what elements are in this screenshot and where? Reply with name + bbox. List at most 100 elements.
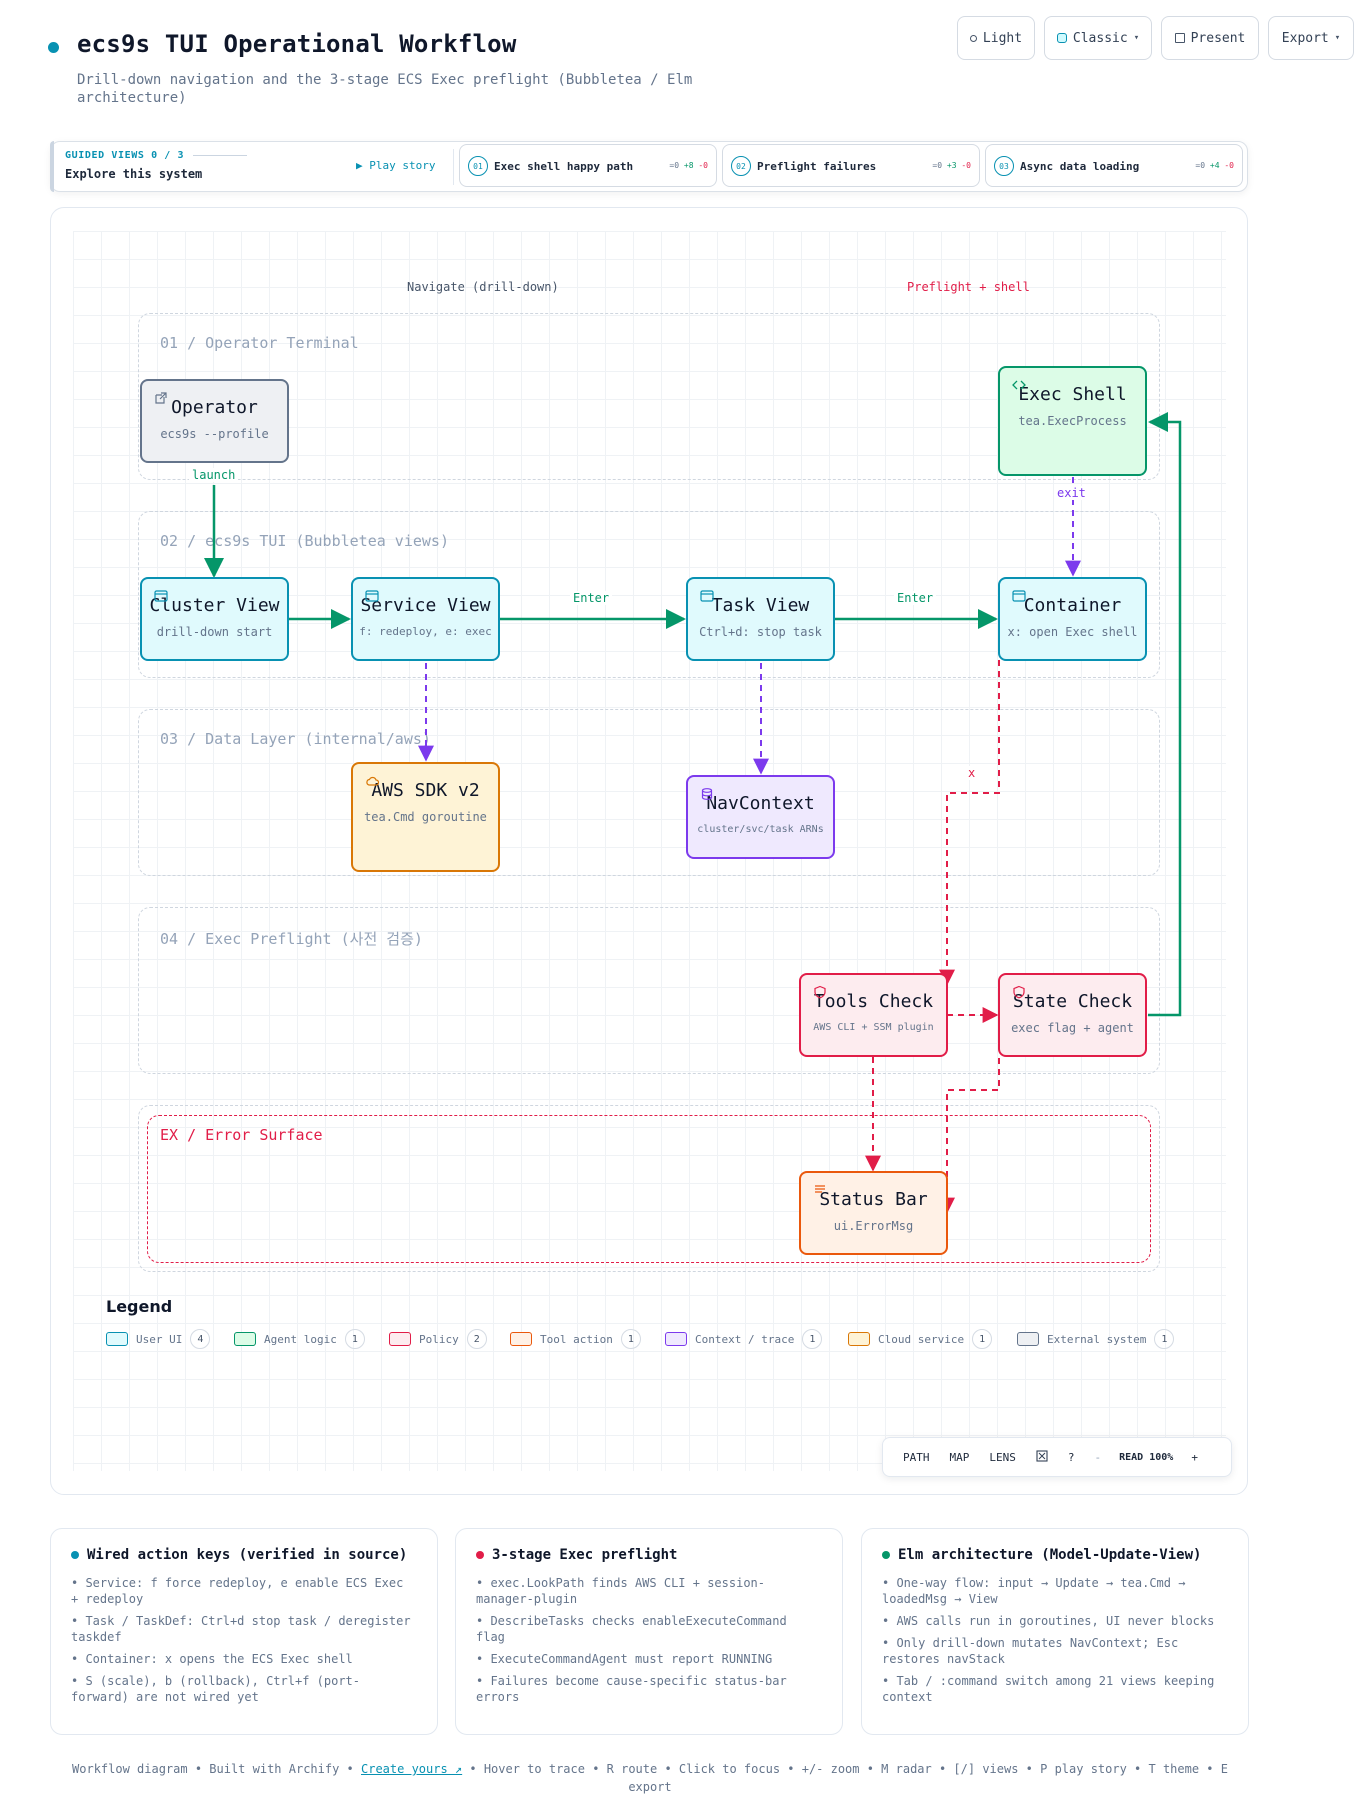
legend-swatch — [106, 1332, 128, 1346]
cloud-icon — [365, 774, 379, 788]
list-item: • Only drill-down mutates NavContext; Es… — [882, 1636, 1179, 1666]
help-button[interactable]: ? — [1067, 1450, 1075, 1464]
zoom-in-button[interactable]: + — [1191, 1450, 1198, 1464]
card-exec-preflight: 3-stage Exec preflight • exec.LookPath f… — [455, 1528, 843, 1735]
list-item: • One-way flow: input → Update → tea.Cmd… — [882, 1576, 1186, 1606]
square-icon — [1174, 33, 1185, 43]
edge-label-launch: launch — [189, 468, 239, 482]
lane-error-surface — [147, 1115, 1151, 1263]
list-item: • Task / TaskDef: Ctrl+d stop task / der… — [71, 1614, 411, 1644]
lane-label: 01 / Operator Terminal — [160, 334, 359, 352]
node-exec-shell[interactable]: Exec Shell tea.ExecProcess — [998, 366, 1147, 476]
classic-style-button[interactable]: Classic ▾ — [1044, 16, 1152, 60]
story-async-data-loading[interactable]: 03 Async data loading =0 +4 -0 — [985, 144, 1243, 187]
chevron-down-icon: ▾ — [1133, 33, 1140, 43]
page-title: ecs9s TUI Operational Workflow — [77, 30, 517, 58]
list-item: • ExecuteCommandAgent must report RUNNIN… — [476, 1652, 773, 1666]
list-item: • Tab / :command switch among 21 views k… — [882, 1674, 1215, 1704]
node-aws-sdk[interactable]: AWS SDK v2 tea.Cmd goroutine — [351, 762, 500, 872]
lane-data-layer — [138, 709, 1160, 876]
legend-swatch — [1017, 1332, 1039, 1346]
guided-accent — [50, 141, 54, 192]
window-icon — [154, 589, 168, 603]
legend-swatch — [848, 1332, 870, 1346]
node-task-view[interactable]: Task View Ctrl+d: stop task — [686, 577, 835, 661]
legend-item-agent-logic[interactable]: Agent logic 1 — [234, 1328, 365, 1350]
story-preflight-failures[interactable]: 02 Preflight failures =0 +3 -0 — [722, 144, 980, 187]
window-icon — [1012, 589, 1026, 603]
legend-swatch — [234, 1332, 256, 1346]
lane-label: 02 / ecs9s TUI (Bubbletea views) — [160, 532, 449, 550]
lane-exec-preflight — [138, 907, 1160, 1074]
zoom-out-button[interactable]: - — [1094, 1450, 1102, 1464]
divider — [193, 155, 247, 156]
map-button[interactable]: MAP — [949, 1450, 970, 1464]
legend-item-policy[interactable]: Policy 2 — [389, 1328, 487, 1350]
legend-item-user-ui[interactable]: User UI 4 — [106, 1328, 211, 1350]
legend-item-external-system[interactable]: External system 1 — [1017, 1328, 1175, 1350]
list-item: • AWS calls run in goroutines, UI never … — [882, 1614, 1215, 1628]
lane-error-outer — [138, 1105, 1160, 1272]
title-dot — [48, 42, 59, 53]
footer: Workflow diagram • Built with Archify • … — [72, 1762, 1228, 1794]
legend-item-tool-action[interactable]: Tool action 1 — [510, 1328, 641, 1350]
node-operator[interactable]: Operator ecs9s --profile — [140, 379, 289, 463]
divider — [453, 149, 454, 185]
legend-swatch — [665, 1332, 687, 1346]
page-subtitle: Drill-down navigation and the 3-stage EC… — [77, 72, 693, 106]
column-label-preflight: Preflight + shell — [907, 280, 1030, 294]
shield-icon — [1012, 985, 1026, 999]
light-theme-button[interactable]: Light — [957, 16, 1035, 60]
shield-icon — [813, 985, 827, 999]
card-dot — [882, 1551, 890, 1559]
story-delta: =0 +8 -0 — [669, 161, 708, 170]
path-button[interactable]: PATH — [903, 1450, 930, 1464]
canvas-toolbar: PATH MAP LENS ? - READ 100% + — [882, 1437, 1232, 1477]
legend-item-context-trace[interactable]: Context / trace 1 — [665, 1328, 823, 1350]
guided-views-label: GUIDED VIEWS 0 / 3 — [65, 150, 185, 161]
explore-label: Explore this system — [65, 167, 203, 181]
circle-icon — [969, 34, 977, 42]
edge-label-exit: exit — [1054, 486, 1089, 500]
edge-state-status — [939, 1058, 1000, 1214]
lane-label: 03 / Data Layer (internal/aws) — [160, 730, 431, 748]
node-container[interactable]: Container x: open Exec shell — [998, 577, 1147, 661]
edge-label-x: x — [965, 766, 979, 780]
database-icon — [700, 787, 714, 801]
lens-button[interactable]: LENS — [989, 1450, 1016, 1464]
window-icon — [365, 589, 379, 603]
palette-icon — [1056, 33, 1067, 43]
export-button[interactable]: Export ▾ — [1268, 16, 1354, 60]
edge-state-exec-shell — [1148, 412, 1182, 1017]
play-story-button[interactable]: ▶ Play story — [356, 159, 436, 172]
node-cluster-view[interactable]: Cluster View drill-down start — [140, 577, 289, 661]
card-wired-action-keys: Wired action keys (verified in source) •… — [50, 1528, 438, 1735]
edge-label-enter: Enter — [570, 591, 613, 605]
story-exec-shell-happy-path[interactable]: 01 Exec shell happy path =0 +8 -0 — [459, 144, 717, 187]
column-label-navigate: Navigate (drill-down) — [407, 280, 559, 294]
node-tools-check[interactable]: Tools Check AWS CLI + SSM plugin — [799, 973, 948, 1057]
legend-swatch — [510, 1332, 532, 1346]
external-link-icon — [154, 391, 168, 405]
list-icon — [813, 1183, 827, 1197]
present-button[interactable]: Present — [1161, 16, 1259, 60]
create-yours-link[interactable]: Create yours ↗ — [361, 1762, 463, 1776]
lane-operator-terminal — [138, 313, 1160, 480]
card-dot — [476, 1551, 484, 1559]
card-dot — [71, 1551, 79, 1559]
node-state-check[interactable]: State Check exec flag + agent — [998, 973, 1147, 1057]
story-delta: =0 +3 -0 — [932, 161, 971, 170]
node-status-bar[interactable]: Status Bar ui.ErrorMsg — [799, 1171, 948, 1255]
code-icon — [1012, 378, 1026, 392]
story-delta: =0 +4 -0 — [1195, 161, 1234, 170]
legend-item-cloud-service[interactable]: Cloud service 1 — [848, 1328, 993, 1350]
fit-view-icon[interactable] — [1026, 1449, 1058, 1465]
node-service-view[interactable]: Service View f: redeploy, e: exec — [351, 577, 500, 661]
play-icon: ▶ — [356, 159, 370, 172]
legend-swatch — [389, 1332, 411, 1346]
card-elm-architecture: Elm architecture (Model-Update-View) • O… — [861, 1528, 1249, 1735]
list-item: • S (scale), b (rollback), Ctrl+f (port-… — [71, 1674, 360, 1704]
edge-container-tools — [939, 660, 1000, 986]
node-navcontext[interactable]: NavContext cluster/svc/task ARNs — [686, 775, 835, 859]
list-item: • DescribeTasks checks enableExecuteComm… — [476, 1614, 787, 1644]
